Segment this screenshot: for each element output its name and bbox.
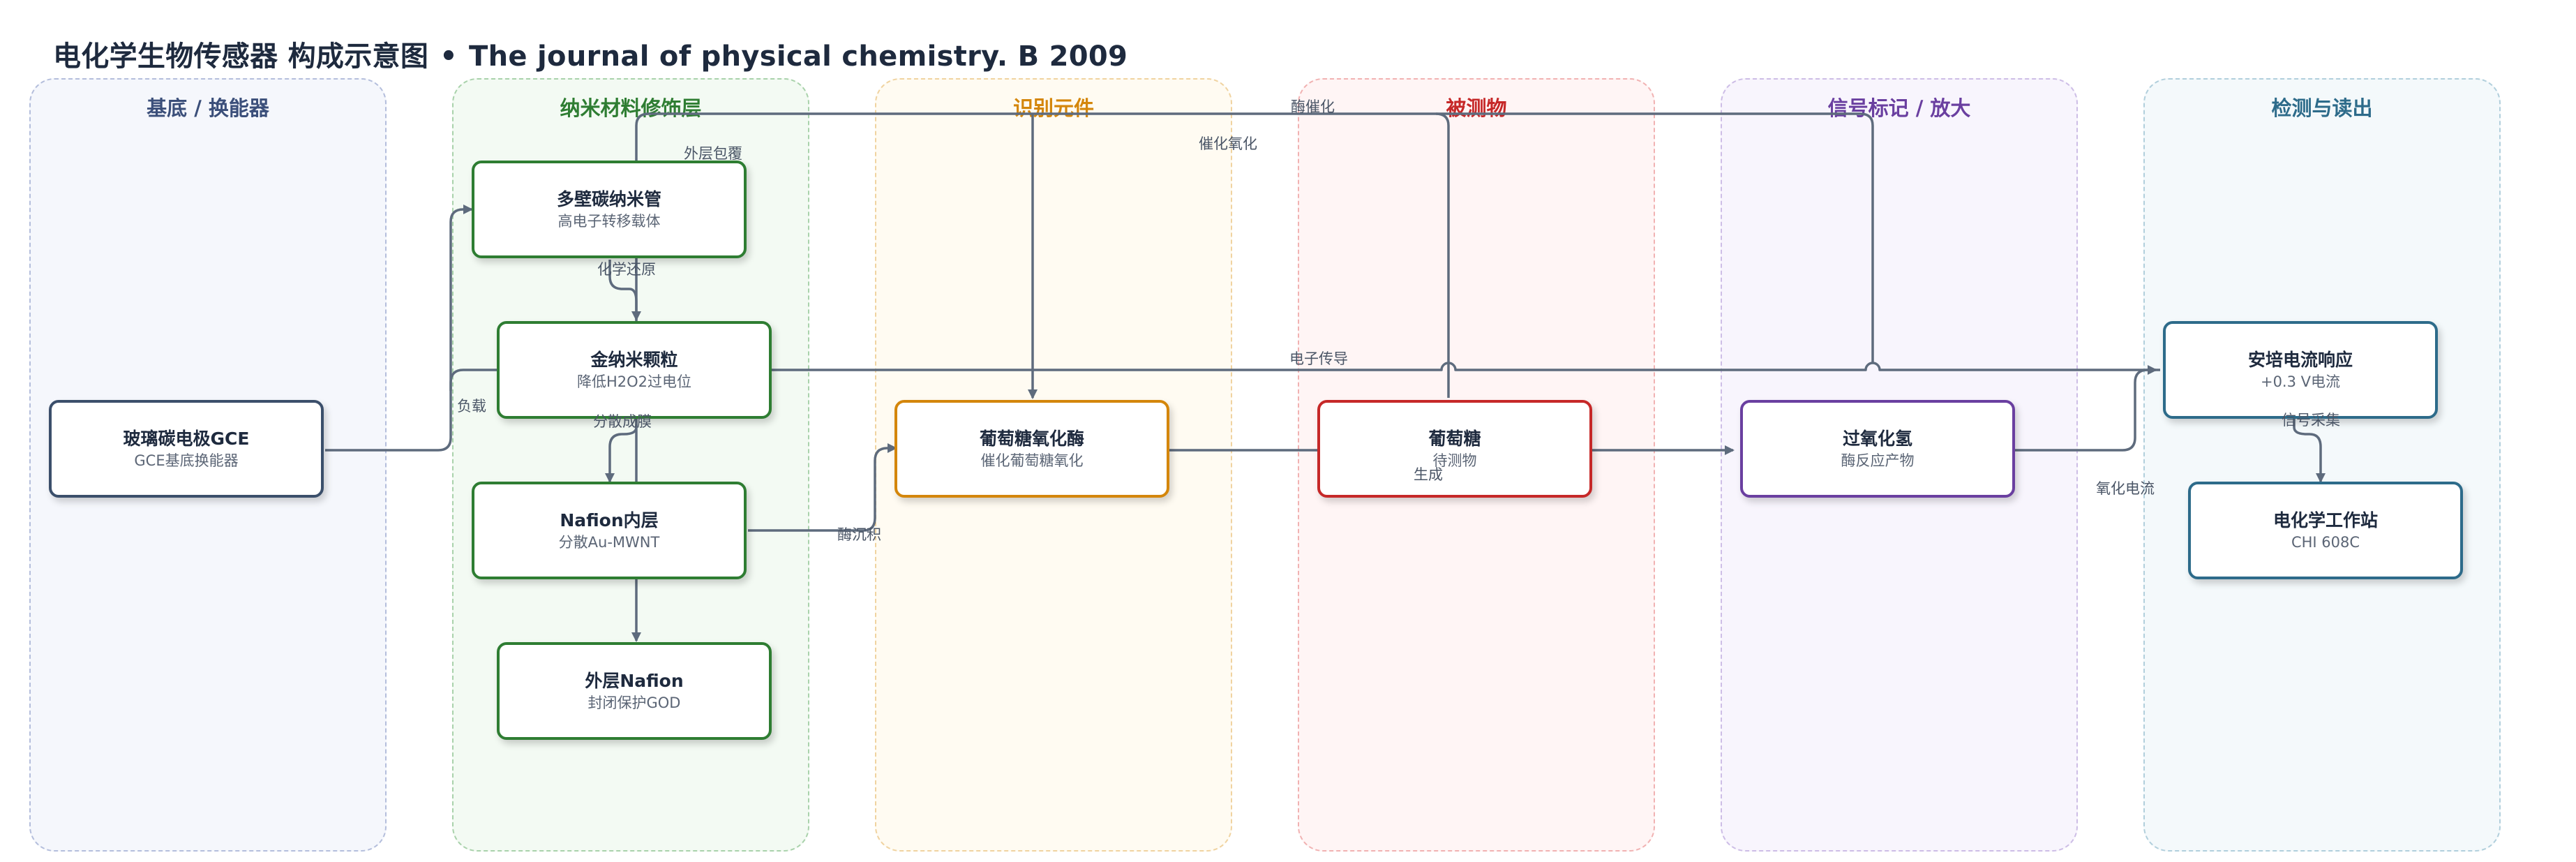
lane-title-signal: 信号标记 / 放大 [1827, 96, 1971, 120]
node-au-sub: 降低H2O2过电位 [576, 373, 692, 390]
page-title: 电化学生物传感器 构成示意图 • The journal of physical c… [53, 34, 1128, 74]
node-nafion-inner-sub: 分散Au-MWNT [558, 533, 660, 551]
lane-title-analyte: 被测物 [1446, 96, 1507, 120]
edge-label-electron-transfer: 电子传导 [1289, 350, 1348, 367]
lane-title-substrate: 基底 / 换能器 [147, 96, 269, 120]
node-amperometric-sub: +0.3 V电流 [2260, 373, 2341, 390]
node-h2o2-title: 过氧化氢 [1842, 428, 1912, 449]
node-gce-sub: GCE基底换能器 [134, 452, 239, 469]
lane-readout: 检测与读出 [2143, 78, 2501, 852]
edge-label-enzyme-catalysis: 酶催化 [1291, 98, 1335, 115]
node-workstation-title: 电化学工作站 [2272, 510, 2378, 530]
node-amperometric-title: 安培电流响应 [2247, 349, 2353, 370]
node-au-title: 金纳米颗粒 [590, 349, 678, 370]
node-nafion-outer[interactable]: 外层Nafion 封闭保护GOD [497, 642, 772, 740]
edge-load-mwcnt [325, 205, 473, 452]
edge-gce-electron-branch [449, 369, 464, 391]
node-god[interactable]: 葡萄糖氧化酶 催化葡萄糖氧化 [894, 400, 1169, 498]
node-workstation-sub: CHI 608C [2291, 533, 2360, 551]
node-glucose-title: 葡萄糖 [1428, 428, 1481, 449]
title-journal: The journal of physical chemistry. B 200… [469, 40, 1128, 73]
node-h2o2-sub: 酶反应产物 [1841, 452, 1915, 469]
edge-enzyme-deposit [748, 443, 897, 532]
edge-label-catalytic-oxidation: 催化氧化 [1199, 135, 1257, 152]
edge-label-outer-coat: 外层包覆 [684, 145, 742, 162]
node-workstation[interactable]: 电化学工作站 CHI 608C [2188, 482, 2463, 579]
title-chinese: 电化学生物传感器 构成示意图 [53, 40, 429, 73]
title-separator: • [440, 40, 458, 73]
edge-label-oxidation-current: 氧化电流 [2096, 480, 2155, 497]
node-god-title: 葡萄糖氧化酶 [979, 428, 1084, 449]
edge-signal-acquire [2293, 419, 2326, 483]
lane-title-readout: 检测与读出 [2271, 96, 2373, 120]
node-god-sub: 催化葡萄糖氧化 [980, 452, 1084, 469]
node-gce[interactable]: 玻璃碳电极GCE GCE基底换能器 [49, 400, 324, 498]
edge-label-signal-acquire: 信号采集 [2282, 412, 2340, 429]
edge-enzyme-catalysis [1435, 112, 1450, 398]
node-nafion-outer-sub: 封闭保护GOD [587, 694, 681, 711]
edge-label-load: 负载 [457, 398, 486, 415]
edge-label-enzyme-deposit: 酶沉积 [837, 526, 881, 543]
edge-label-chem-reduction: 化学还原 [597, 261, 656, 278]
edge-label-generate: 生成 [1414, 466, 1443, 483]
lane-title-nanomaterial: 纳米材料修饰层 [560, 96, 702, 120]
node-mwcnt-sub: 高电子转移载体 [557, 212, 661, 230]
node-glucose-sub: 待测物 [1432, 452, 1477, 469]
lane-title-recognition: 识别元件 [1012, 96, 1094, 120]
node-au[interactable]: 金纳米颗粒 降低H2O2过电位 [497, 321, 772, 419]
node-nafion-outer-title: 外层Nafion [585, 670, 684, 691]
node-amperometric[interactable]: 安培电流响应 +0.3 V电流 [2163, 321, 2438, 419]
edge-label-dispersion-film: 分散成膜 [593, 413, 652, 430]
edge-oxidation-current [2009, 369, 2160, 452]
node-nafion-inner[interactable]: Nafion内层 分散Au-MWNT [472, 482, 747, 579]
node-gce-title: 玻璃碳电极GCE [123, 428, 250, 449]
edge-electron-transfer [463, 362, 2157, 375]
node-h2o2[interactable]: 过氧化氢 酶反应产物 [1740, 400, 2015, 498]
node-mwcnt-title: 多壁碳纳米管 [556, 188, 661, 209]
node-glucose[interactable]: 葡萄糖 待测物 [1317, 400, 1592, 498]
node-nafion-inner-title: Nafion内层 [560, 510, 659, 530]
node-mwcnt[interactable]: 多壁碳纳米管 高电子转移载体 [472, 161, 747, 258]
edge-top-bus [635, 112, 1874, 363]
